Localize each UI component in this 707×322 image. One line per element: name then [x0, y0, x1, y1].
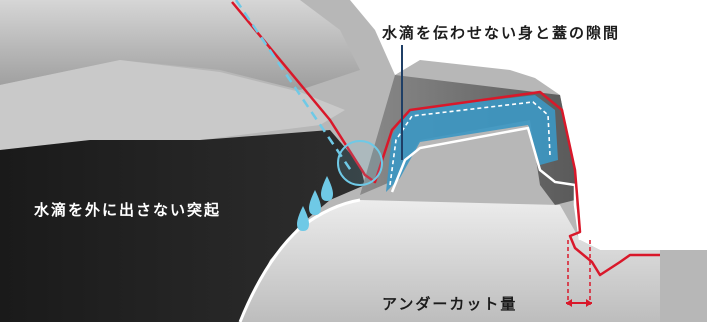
- water-trail-dashed: [234, 0, 354, 173]
- water-drop-icon: [297, 176, 333, 231]
- dark-interior: [0, 130, 365, 322]
- protrusion-label: 水滴を外に出さない突起: [34, 201, 222, 219]
- double-arrow-icon: [566, 299, 592, 307]
- lid-top-surface: [0, 0, 360, 90]
- body-inner-outline: [390, 126, 582, 241]
- lid-mid-surface: [0, 60, 345, 150]
- container-bowl: [240, 200, 660, 322]
- gap-label: 水滴を伝わせない身と蓋の隙間: [382, 24, 621, 42]
- gap-dashed-guide: [389, 101, 551, 186]
- lid-red-outline: [231, 1, 660, 277]
- protrusion-highlight-circle: [337, 140, 383, 186]
- gap-water-fill: [386, 95, 558, 192]
- undercut-label: アンダーカット量: [382, 295, 518, 313]
